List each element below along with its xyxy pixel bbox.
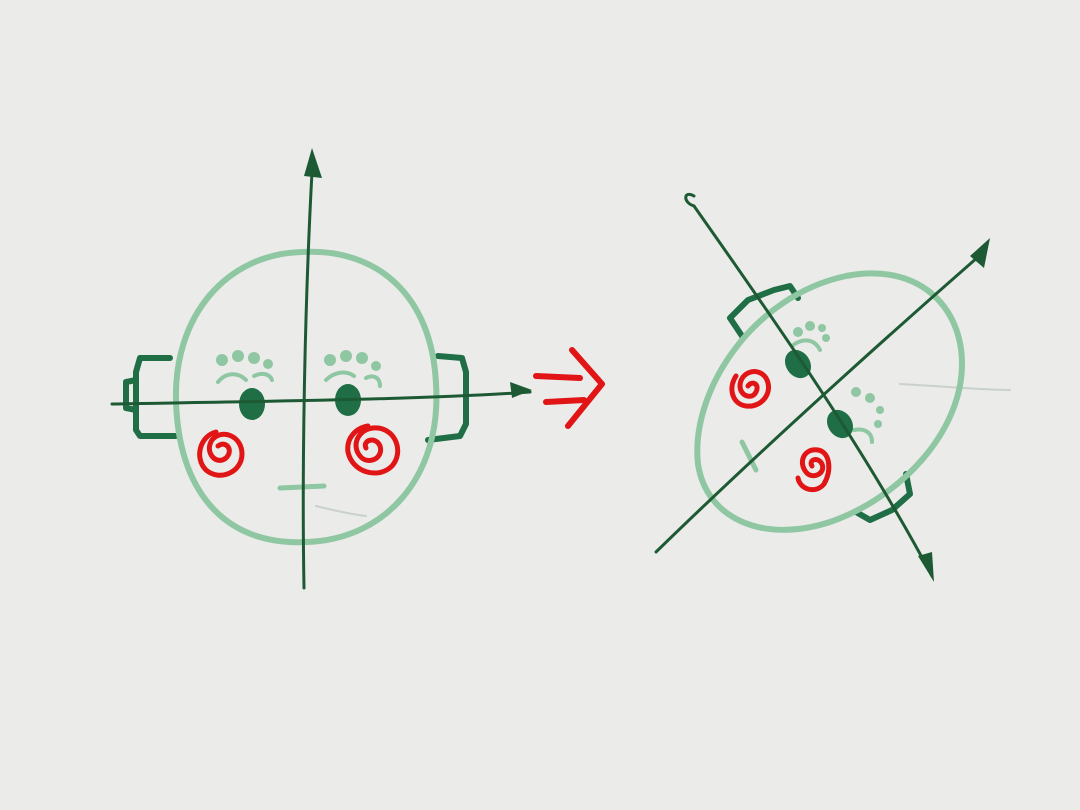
tilted-faint-reference-line	[899, 383, 1011, 391]
left-earcup-icon	[123, 355, 179, 439]
tilted-upper-brow-icon	[790, 321, 830, 352]
upright-left-eye	[239, 388, 265, 420]
upright-head-outline	[172, 248, 440, 546]
upright-right-cheek-spiral	[345, 423, 401, 476]
upright-vertical-axis	[301, 170, 314, 590]
tilted-mouth	[739, 439, 759, 473]
upright-vertical-arrowhead-icon	[304, 148, 322, 178]
tilted-upper-cheek-spiral	[729, 369, 771, 409]
tilted-top-earcup-icon	[727, 283, 801, 339]
tilted-upper-eye	[784, 349, 812, 379]
tilted-axis-b	[692, 204, 934, 578]
right-brow-icon	[324, 350, 382, 388]
tilted-axis-a-arrowhead-icon	[970, 238, 990, 268]
right-earcup-icon	[425, 353, 469, 443]
left-brow-icon	[216, 350, 274, 384]
tilted-axis-a	[654, 248, 988, 554]
upright-head-figure	[110, 148, 532, 590]
tilted-axis-b-arrowhead-icon	[918, 552, 934, 582]
tilted-lower-cheek-spiral	[795, 447, 832, 493]
faint-stray-line	[315, 505, 367, 517]
tilted-lower-brow-icon	[851, 387, 884, 444]
tilted-bottom-earcup-icon	[853, 471, 913, 523]
transform-arrow-icon	[533, 347, 605, 429]
tilted-axis-b-hook-icon	[684, 192, 696, 208]
tilted-lower-eye	[826, 409, 854, 439]
tilted-head-figure	[654, 192, 1011, 582]
tilted-head-outline	[694, 270, 965, 533]
upright-horizontal-arrowhead-icon	[510, 382, 532, 398]
upright-left-cheek-spiral	[197, 429, 245, 478]
upright-horizontal-axis	[110, 390, 532, 406]
